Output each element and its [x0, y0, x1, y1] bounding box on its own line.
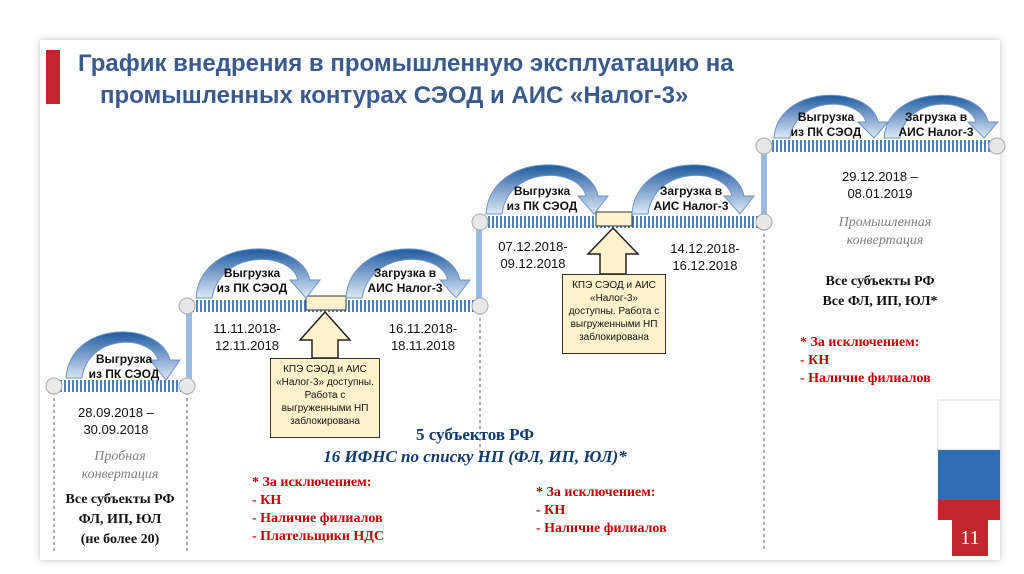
center-line-2: 16 ИФНС по списку НП (ФЛ, ИП, ЮЛ)*	[323, 447, 627, 466]
exception-item: - Наличие филиалов	[536, 521, 667, 536]
page-number: 11	[952, 520, 988, 556]
link-box-1	[305, 295, 347, 311]
stage1-upload-dates: 28.09.2018 – 30.09.2018	[78, 405, 154, 437]
stage4-load-label: Загрузка в АИС Налог-3	[898, 110, 974, 139]
exception-item: - Наличие филиалов	[252, 511, 383, 526]
exception-item: * За исключением:	[536, 485, 656, 500]
stage2-upload-dates: 11.11.2018- 12.11.2018	[213, 321, 281, 353]
exception-item: * За исключением:	[800, 335, 920, 350]
left-mode-label: Пробная конвертация	[81, 449, 159, 482]
stage1-upload-label: Выгрузка из ПК СЭОД	[88, 352, 160, 381]
link-box-2	[595, 211, 633, 227]
title-line-1: График внедрения в промышленную эксплуат…	[78, 50, 734, 77]
stage2-load-label: Загрузка в АИС Налог-3	[367, 266, 443, 295]
stage4-dates: 29.12.2018 – 08.01.2019	[842, 169, 918, 201]
page-title: График внедрения в промышленную эксплуат…	[78, 48, 838, 112]
title-accent-bar	[46, 50, 60, 104]
blocked-note-2: КПЭ СЭОД и АИС «Налог-3» доступны. Работ…	[562, 274, 666, 354]
timeline-bar-4	[765, 140, 990, 152]
exception-item: * За исключением:	[252, 475, 372, 490]
center-exceptions-1: * За исключением: - КН - Наличие филиало…	[252, 474, 384, 546]
center-title: 5 субъектов РФ 16 ИФНС по списку НП (ФЛ,…	[280, 424, 670, 468]
exception-item: - Плательщики НДС	[252, 529, 385, 544]
flag-decoration	[937, 399, 1001, 520]
timeline-bar-1	[60, 380, 190, 392]
curved-arrows	[65, 94, 1000, 381]
left-subjects: Все субъекты РФ ФЛ, ИП, ЮЛ (не более 20)	[65, 492, 175, 547]
stage3-upload-label: Выгрузка из ПК СЭОД	[506, 184, 578, 213]
right-subjects: Все субъекты РФ Все ФЛ, ИП, ЮЛ*	[822, 274, 938, 309]
stage4-upload-label: Выгрузка из ПК СЭОД	[790, 110, 862, 139]
stage3-load-label: Загрузка в АИС Налог-3	[653, 184, 729, 213]
stage2-upload-label: Выгрузка из ПК СЭОД	[216, 266, 288, 295]
exception-item: - КН	[252, 493, 282, 508]
stage3-upload-dates: 07.12.2018- 09.12.2018	[498, 239, 568, 271]
exception-item: - Наличие филиалов	[800, 371, 931, 386]
center-line-1: 5 субъектов РФ	[415, 425, 534, 444]
exception-item: - КН	[800, 353, 830, 368]
exception-item: - КН	[536, 503, 566, 518]
title-line-2: промышленных контурах СЭОД и АИС «Налог-…	[100, 82, 689, 109]
right-exceptions: * За исключением: - КН - Наличие филиало…	[800, 334, 931, 388]
stage3-load-dates: 14.12.2018- 16.12.2018	[670, 241, 740, 273]
stage2-load-dates: 16.11.2018- 18.11.2018	[388, 321, 458, 353]
right-mode-label: Промышленная конвертация	[838, 215, 932, 248]
milestone-circles	[45, 137, 1006, 395]
blocked-note-1: КПЭ СЭОД и АИС «Налог-3» доступны. Работ…	[270, 358, 380, 438]
center-exceptions-2: * За исключением: - КН - Наличие филиало…	[536, 484, 667, 538]
